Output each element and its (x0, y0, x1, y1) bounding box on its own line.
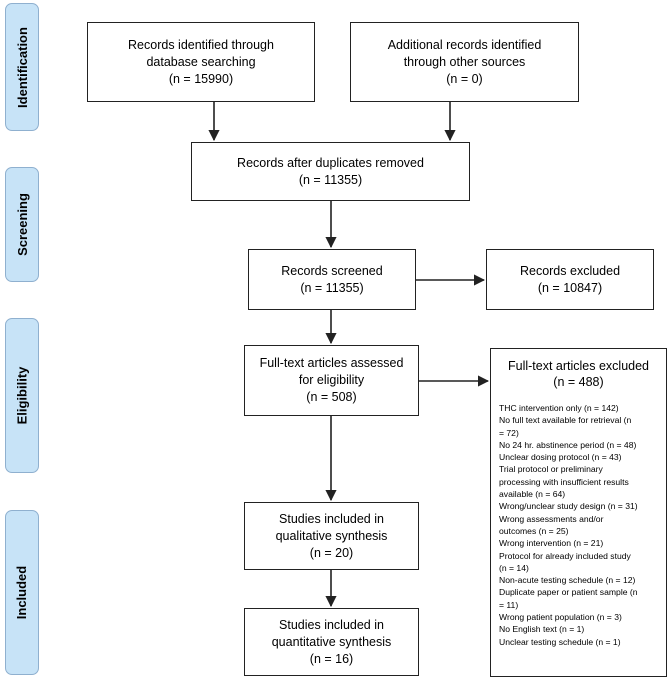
box-line: Records identified through (128, 37, 274, 52)
box-line: Additional records identified (387, 37, 542, 52)
exclusion-reason: Wrong assessments and/or (499, 513, 604, 524)
box-line: (n = 20) (309, 545, 354, 560)
exclusion-reasons-list: THC intervention only (n = 142) No full … (491, 402, 666, 648)
box-line: through other sources (403, 54, 526, 69)
box-line: for eligibility (298, 373, 365, 387)
box-line: Records after duplicates removed (237, 155, 424, 170)
exclusion-reason: outcomes (n = 25) (499, 525, 569, 536)
box-fulltext-assessed: Full-text articles assessed for eligibil… (244, 345, 419, 416)
box-line: (n = 10847) (537, 280, 603, 295)
exclusion-reason: Unclear testing schedule (n = 1) (499, 636, 621, 647)
fulltext-excluded-header: Full-text articles excluded (n = 488) (491, 358, 666, 390)
phase-included: Included (5, 510, 39, 675)
phase-eligibility: Eligibility (5, 318, 39, 473)
box-line: (n = 16) (309, 651, 354, 666)
box-line: (n = 11355) (300, 280, 364, 295)
exclusion-reason: No full text available for retrieval (n (499, 415, 632, 426)
phase-identification: Identification (5, 3, 39, 131)
box-records-excluded: Records excluded (n = 10847) (486, 249, 654, 310)
box-line: (n = 508) (306, 390, 357, 404)
box-other-sources: Additional records identified through ot… (350, 22, 579, 102)
box-quantitative-synthesis: Studies included in quantitative synthes… (244, 608, 419, 676)
box-line: (n = 15990) (168, 71, 234, 86)
box-line: qualitative synthesis (275, 528, 388, 543)
fulltext-excluded-count: (n = 488) (553, 375, 604, 389)
exclusion-reason: Duplicate paper or patient sample (n (499, 587, 638, 598)
box-qualitative-synthesis: Studies included in qualitative synthesi… (244, 502, 419, 570)
exclusion-reason: No English text (n = 1) (499, 624, 585, 635)
box-line: Records excluded (519, 263, 621, 278)
box-line: (n = 11355) (298, 172, 363, 187)
exclusion-reason: Wrong patient population (n = 3) (499, 612, 622, 623)
exclusion-reason: processing with insufficient results (499, 476, 629, 487)
box-line: Studies included in (279, 617, 384, 632)
box-line: Records screened (281, 263, 383, 278)
exclusion-reason: Wrong intervention (n = 21) (499, 538, 604, 549)
box-line: (n = 0) (446, 71, 483, 86)
exclusion-reason: Non-acute testing schedule (n = 12) (499, 575, 636, 586)
exclusion-reason: Unclear dosing protocol (n = 43) (499, 452, 622, 463)
exclusion-reason: No 24 hr. abstinence period (n = 48) (499, 439, 637, 450)
box-line: database searching (146, 54, 256, 69)
exclusion-reason: Protocol for already included study (499, 550, 631, 561)
phase-screening: Screening (5, 167, 39, 282)
exclusion-reason: = 72) (499, 427, 519, 438)
box-records-screened: Records screened (n = 11355) (248, 249, 416, 310)
box-fulltext-excluded: Full-text articles excluded (n = 488) TH… (490, 348, 667, 677)
box-line: Full-text articles assessed (259, 356, 404, 370)
box-database-search: Records identified through database sear… (87, 22, 315, 102)
exclusion-reason: Wrong/unclear study design (n = 31) (499, 501, 638, 512)
box-after-duplicates: Records after duplicates removed (n = 11… (191, 142, 470, 201)
exclusion-reason: = 11) (499, 599, 519, 610)
box-line: Studies included in (279, 511, 384, 526)
exclusion-reason: Trial protocol or preliminary (499, 464, 603, 475)
exclusion-reason: available (n = 64) (499, 489, 566, 500)
exclusion-reason: (n = 14) (499, 562, 529, 573)
exclusion-reason: THC intervention only (n = 142) (499, 403, 619, 413)
box-line: quantitative synthesis (271, 634, 392, 649)
fulltext-excluded-title: Full-text articles excluded (507, 359, 650, 373)
